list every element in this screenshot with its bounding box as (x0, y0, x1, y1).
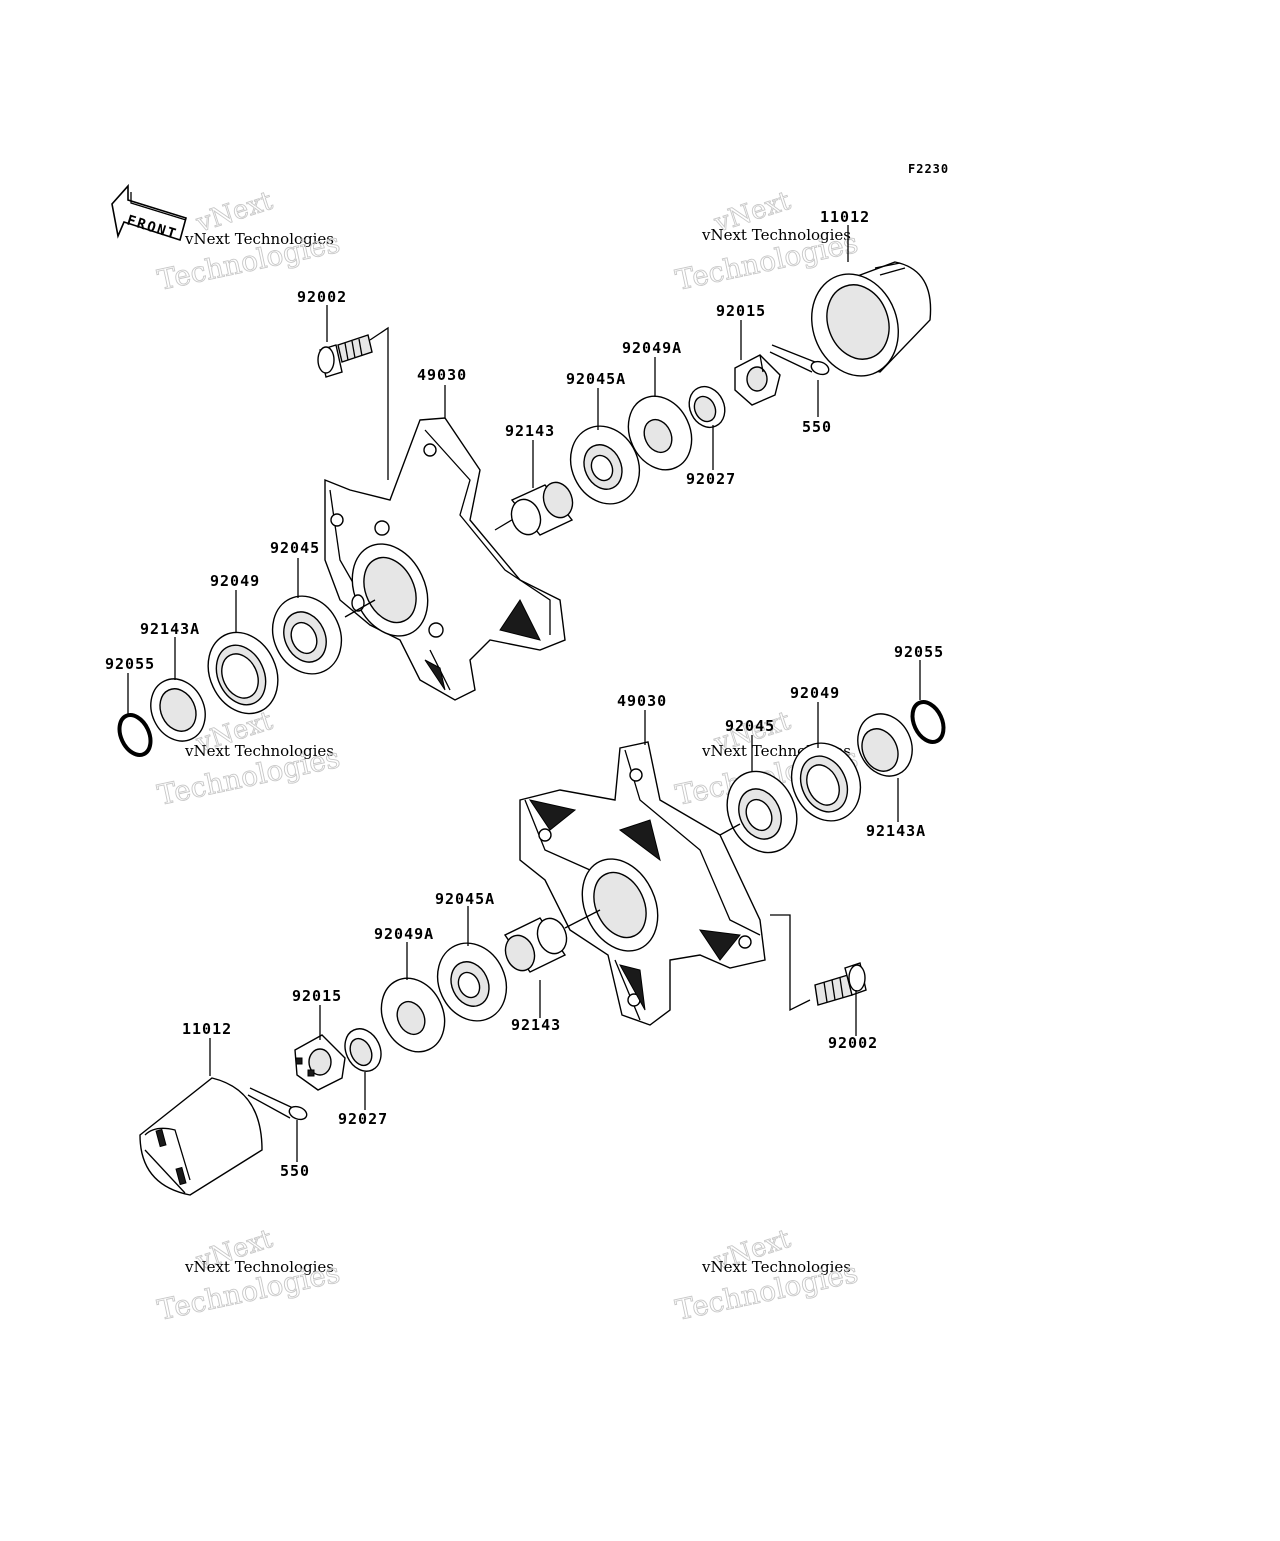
bearing-92045-lower (726, 770, 798, 854)
cap-11012-upper (811, 261, 932, 377)
label-92055-lower: 92055 (894, 643, 944, 661)
label-92015-upper: 92015 (716, 302, 766, 320)
label-92143A-upper: 92143A (140, 620, 200, 638)
seal-92049-upper (207, 631, 279, 715)
stud-92002-lower (770, 914, 867, 1012)
label-92049-lower: 92049 (790, 684, 840, 702)
upper-assembly: 92002 49030 92143 92045A 92049A 92015 11… (105, 208, 932, 757)
hub-49030-upper (324, 417, 566, 701)
collar-92027-lower (344, 1028, 382, 1072)
label-49030-lower: 49030 (617, 692, 667, 710)
label-92143A-lower: 92143A (866, 822, 926, 840)
watermark-text: vNext Technologies (184, 1258, 334, 1276)
watermark-top-left: vNext vNext Technologies Technologies (154, 185, 343, 297)
nut-92015-lower (294, 1034, 346, 1091)
watermark-text: vNext Technologies (701, 1258, 851, 1276)
bearing-92045A-upper (569, 425, 641, 505)
label-92027-lower: 92027 (338, 1110, 388, 1128)
watermark-text: vNext Technologies (701, 226, 851, 244)
label-92002-lower: 92002 (828, 1034, 878, 1052)
figure-code: F2230 (908, 162, 949, 176)
front-arrow-icon: FRONT (111, 183, 187, 243)
label-11012-upper: 11012 (820, 208, 870, 226)
bearing-92045A-lower (436, 942, 508, 1022)
label-550-lower: 550 (280, 1162, 310, 1180)
stud-92002-upper (317, 326, 389, 480)
watermark-bottom-left: vNext vNext Technologies Technologies (154, 1223, 343, 1327)
label-92049A-upper: 92049A (622, 339, 682, 357)
bearing-92045-upper (271, 595, 343, 675)
label-92045-lower: 92045 (725, 717, 775, 735)
label-92143-lower: 92143 (511, 1016, 561, 1034)
label-11012-lower: 11012 (182, 1020, 232, 1038)
label-92045-upper: 92045 (270, 539, 320, 557)
watermark-text: vNext Technologies (184, 230, 334, 248)
label-92049-upper: 92049 (210, 572, 260, 590)
nut-92015-upper (734, 354, 781, 406)
label-49030-upper: 49030 (417, 366, 467, 384)
cotter-pin-550-upper (769, 344, 830, 376)
label-92055-upper: 92055 (105, 655, 155, 673)
oring-92055-upper (117, 713, 153, 757)
spacer-92143-upper (510, 481, 574, 536)
label-92143-upper: 92143 (505, 422, 555, 440)
collar-92143A-upper (150, 678, 206, 742)
watermark-text: vNext Technologies (184, 742, 334, 760)
label-92049A-lower: 92049A (374, 925, 434, 943)
spacer-92143-lower (503, 917, 568, 973)
label-92027-upper: 92027 (686, 470, 736, 488)
seal-92049-lower (790, 742, 862, 822)
seal-92049A-upper (627, 395, 693, 471)
oring-92055-lower (910, 700, 946, 744)
cotter-pin-550-lower (247, 1087, 308, 1121)
lower-assembly: 49030 92055 92049 92045 92143A 92045A 92… (139, 643, 946, 1196)
collar-92143A-lower (857, 713, 913, 777)
watermark-bottom-right: vNext vNext Technologies Technologies (672, 1223, 861, 1327)
collar-92027-upper (688, 385, 726, 429)
label-92045A-lower: 92045A (435, 890, 495, 908)
label-92002-upper: 92002 (297, 288, 347, 306)
label-550-upper: 550 (802, 418, 832, 436)
hub-49030-lower (519, 741, 766, 1026)
seal-92049A-lower (380, 977, 446, 1053)
cap-11012-lower (139, 1077, 263, 1196)
label-92015-lower: 92015 (292, 987, 342, 1005)
label-92045A-upper: 92045A (566, 370, 626, 388)
